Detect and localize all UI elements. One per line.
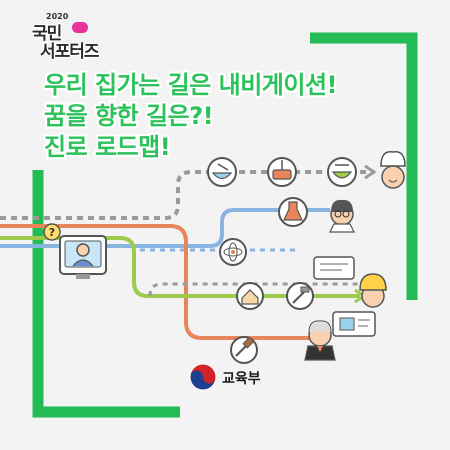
question-bubble: ? [43, 223, 61, 241]
node-bowl [207, 157, 237, 187]
blue-route [0, 208, 330, 248]
headline-line-3: 진로 로드맵! [44, 133, 171, 161]
logo-year: 2020 [46, 12, 69, 21]
node-house [236, 282, 264, 310]
question-mark: ? [49, 226, 55, 239]
headline: 우리 집가는 길은 내비게이션! 꿈을 향한 길은?! 진로 로드맵! [44, 70, 337, 163]
headline-line-1: 우리 집가는 길은 내비게이션! [44, 71, 337, 99]
supporters-logo: 2020 국민 서포터즈 [32, 12, 102, 62]
logo-badge [72, 22, 88, 33]
node-flask [278, 197, 308, 227]
logo-line-2: 서포터즈 [40, 42, 100, 62]
lime-route [0, 236, 360, 298]
scientist-avatar [329, 199, 355, 233]
node-atom [219, 238, 247, 266]
ministry-name: 교육부 [222, 371, 261, 387]
chef-avatar [380, 151, 406, 189]
student-at-monitor [59, 235, 107, 279]
gray-route-lower [148, 282, 360, 297]
gray-route [0, 170, 370, 220]
headline-line-2: 꿈을 향한 길은?! [44, 102, 214, 130]
judge-avatar [304, 320, 336, 361]
node-hammer [286, 282, 314, 310]
node-gavel [230, 336, 258, 364]
worker-avatar [359, 273, 387, 308]
node-noodle [327, 157, 357, 187]
node-pot [267, 157, 297, 187]
speech-bubble-judge [332, 311, 376, 337]
speech-bubble-worker [313, 256, 355, 280]
logo-line-1: 국민 [32, 24, 62, 44]
ministry-logo: 교육부 [188, 362, 268, 392]
orange-route [0, 224, 310, 340]
taegeuk-icon [189, 363, 217, 391]
